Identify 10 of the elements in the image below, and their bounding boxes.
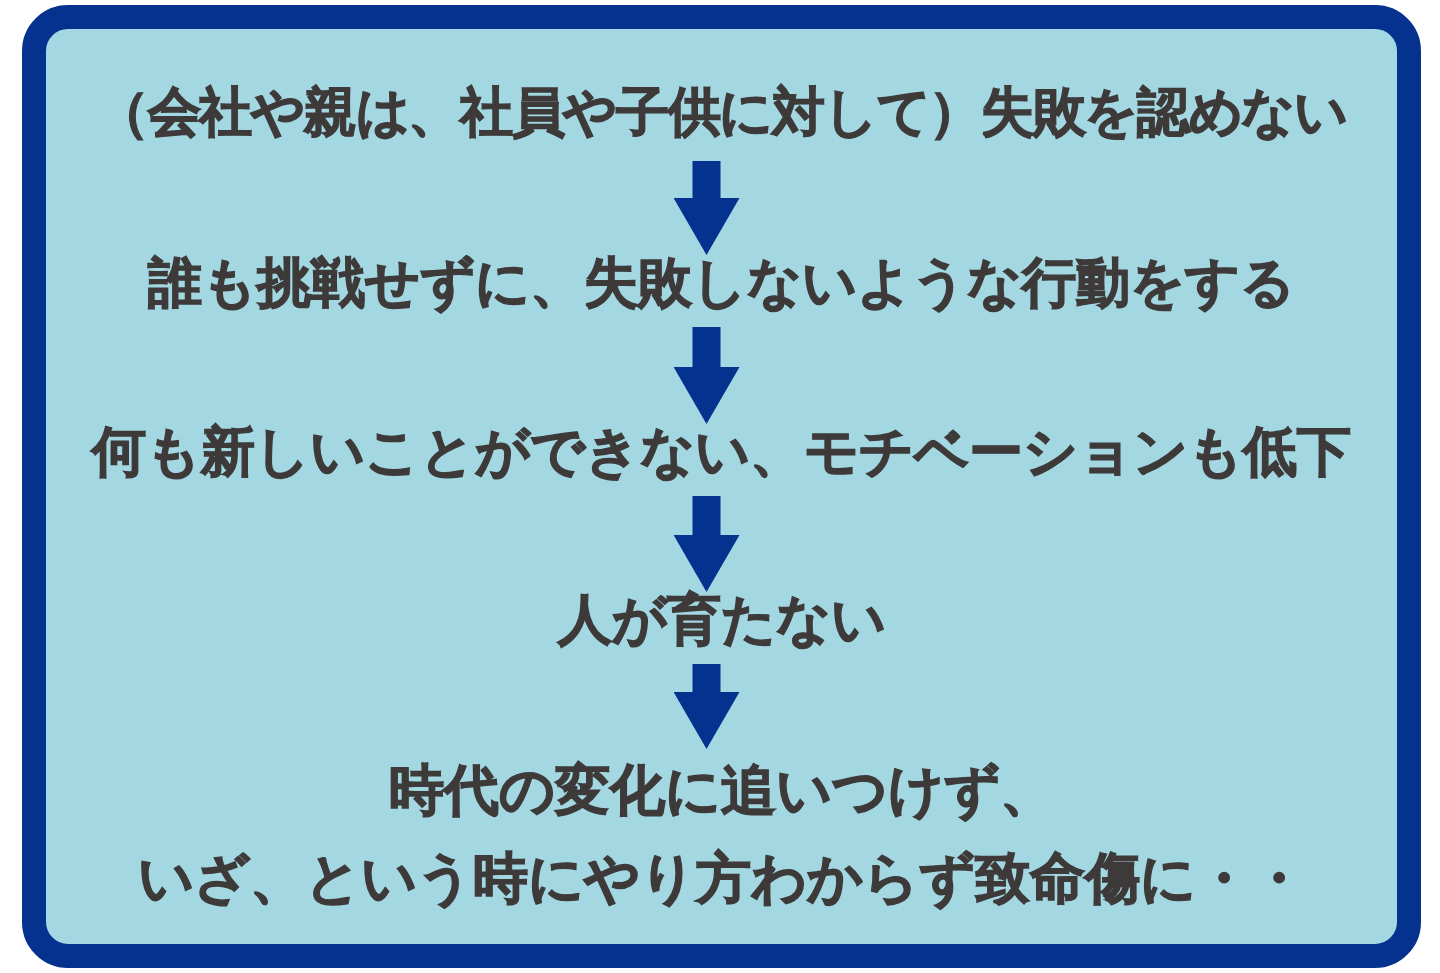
step-text: 時代の変化に追いつけず、いざ、という時にやり方わからず致命傷に・・: [137, 757, 1306, 912]
down-arrow: [673, 496, 740, 592]
step-text: 何も新しいことができない、モチベーションも低下: [92, 421, 1351, 483]
down-arrow: [673, 664, 740, 749]
step-text: 誰も挑戦せずに、失敗しないような行動をする: [148, 252, 1295, 314]
step-text: （会社や親は、社員や子供に対して）失敗を認めない: [96, 81, 1347, 143]
down-arrow: [673, 161, 740, 255]
rounded-frame-panel: [22, 5, 1421, 968]
down-arrow: [673, 327, 740, 424]
step-text: 人が育たない: [557, 589, 886, 651]
